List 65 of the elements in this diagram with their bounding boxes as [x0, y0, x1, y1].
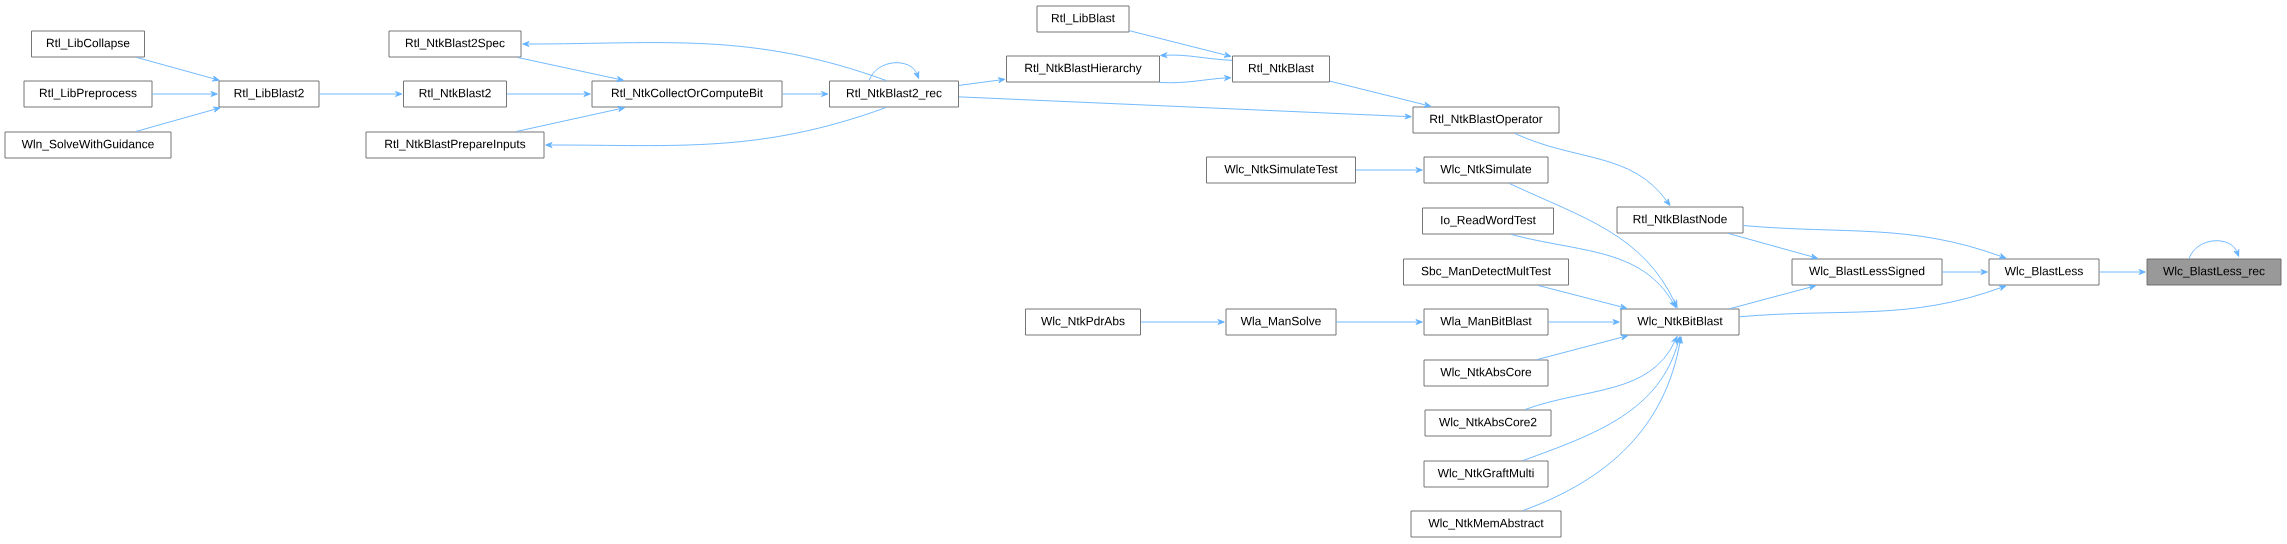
function-box: Wln_SolveWithGuidance: [4, 131, 172, 159]
function-box: Rtl_NtkBlast: [1232, 55, 1330, 83]
arrow: [1942, 269, 1988, 275]
function-box: Wla_ManSolve: [1225, 308, 1337, 336]
function-box: Rtl_NtkBlast2Spec: [388, 30, 522, 58]
arrow: [1522, 336, 1681, 461]
arrow: [2188, 240, 2240, 259]
function-box: Wlc_NtkMemAbstract: [1410, 510, 1562, 538]
arrow: [1729, 284, 1816, 309]
function-box: Wlc_BlastLess: [1988, 258, 2100, 286]
function-box: Wlc_NtkGraftMulti: [1423, 460, 1549, 488]
function-box: Rtl_LibCollapse: [31, 30, 145, 58]
function-box: Wlc_NtkAbsCore: [1423, 359, 1549, 387]
function-box: Rtl_NtkBlastPrepareInputs: [365, 131, 545, 159]
function-box: Wlc_NtkAbsCore2: [1424, 409, 1552, 437]
function-box: Rtl_NtkBlastOperator: [1412, 106, 1560, 134]
arrow: [136, 57, 220, 82]
function-box: Rtl_LibBlast: [1036, 5, 1130, 33]
arrow: [1160, 52, 1233, 61]
function-box: Wlc_NtkSimulate: [1423, 156, 1549, 184]
arrow: [1536, 334, 1629, 360]
arrow: [1158, 75, 1232, 84]
arrow: [1336, 319, 1423, 325]
function-box: Rtl_NtkBlast2: [403, 80, 507, 108]
arrow: [958, 77, 1006, 86]
arrow: [152, 91, 218, 97]
function-box: Wlc_BlastLessSigned: [1791, 258, 1943, 286]
arrow: [1514, 133, 1671, 206]
arrow: [868, 62, 920, 81]
function-box: Sbc_ManDetectMultTest: [1403, 258, 1569, 286]
arrow: [1522, 336, 1683, 511]
arrow: [1537, 285, 1628, 310]
arrow: [515, 106, 626, 132]
function-box: Wlc_NtkSimulateTest: [1206, 156, 1356, 184]
function-box: Io_ReadWordTest: [1422, 207, 1554, 235]
function-box: Rtl_NtkBlastNode: [1616, 206, 1744, 234]
arrow: [1508, 183, 1678, 308]
function-box: Rtl_LibBlast2: [218, 80, 320, 108]
function-box: Wlc_NtkBitBlast: [1620, 308, 1740, 336]
arrow: [1510, 234, 1677, 308]
arrow: [545, 107, 887, 148]
arrow: [1524, 336, 1678, 410]
arrow: [319, 91, 403, 97]
arrow: [1743, 225, 2007, 259]
function-box: Wlc_BlastLess_rec: [2146, 258, 2282, 286]
function-box: Wla_ManBitBlast: [1423, 308, 1549, 336]
function-box: Rtl_NtkBlast2_rec: [829, 80, 959, 108]
arrow: [958, 96, 1412, 120]
function-box: Rtl_LibPreprocess: [23, 80, 153, 108]
arrow: [1355, 167, 1423, 173]
arrow: [1140, 319, 1225, 325]
function-box: Wlc_NtkPdrAbs: [1025, 308, 1141, 336]
arrow: [1727, 233, 1818, 260]
arrow: [135, 106, 221, 132]
function-box: Rtl_NtkBlastHierarchy: [1006, 55, 1160, 83]
function-box: Rtl_NtkCollectOrComputeBit: [591, 80, 783, 108]
arrow: [506, 91, 591, 97]
arrow: [2099, 269, 2146, 275]
arrow: [1548, 319, 1620, 325]
arrow: [782, 91, 829, 97]
arrow: [1739, 285, 2007, 318]
arrow: [1329, 80, 1432, 108]
arrow: [522, 41, 887, 81]
arrow: [1129, 30, 1232, 58]
arrow: [516, 57, 624, 82]
